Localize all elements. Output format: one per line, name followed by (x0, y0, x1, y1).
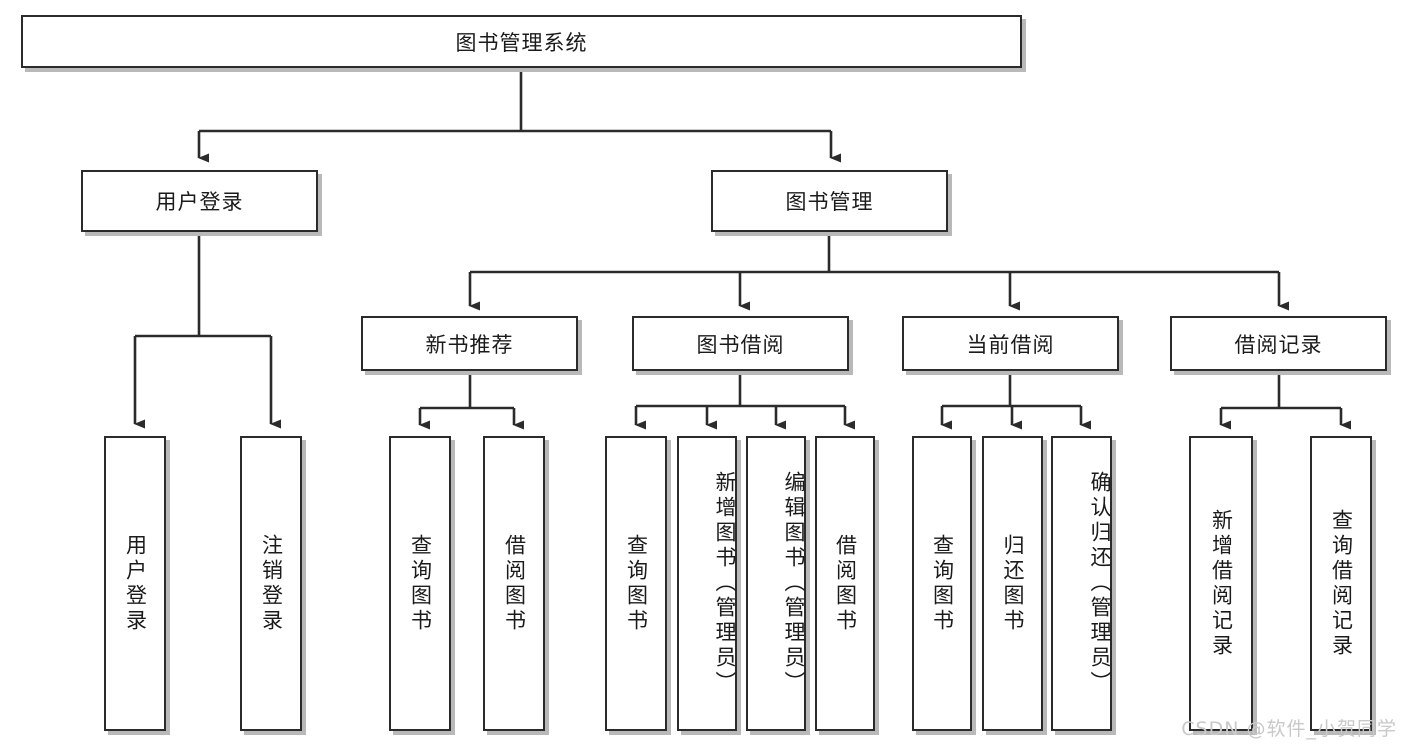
node-leaf-add-record-label: 新增借阅记录 (1209, 508, 1234, 659)
node-user-login[interactable]: 用户登录 (81, 170, 318, 232)
node-leaf-add-record[interactable]: 新增借阅记录 (1189, 436, 1253, 731)
node-current-borrow-label: 当前借阅 (966, 332, 1055, 357)
node-leaf-query-book-2[interactable]: 查询图书 (605, 436, 667, 731)
node-leaf-confirm-return[interactable]: 确认归还（管理员） (1051, 436, 1112, 731)
node-leaf-borrow-book-2-label: 借阅图书 (833, 533, 858, 634)
node-leaf-query-book-1-label: 查询图书 (408, 533, 433, 634)
node-root[interactable]: 图书管理系统 (21, 15, 1022, 68)
node-leaf-user-logout[interactable]: 注销登录 (240, 436, 302, 731)
watermark: CSDN @软件_小贺同学 (1181, 718, 1397, 740)
node-leaf-borrow-book-1[interactable]: 借阅图书 (483, 436, 545, 731)
node-new-book-rec[interactable]: 新书推荐 (361, 316, 578, 371)
node-user-login-label: 用户登录 (155, 190, 244, 214)
node-leaf-edit-book-label: 编辑图书（管理员） (782, 471, 806, 696)
node-leaf-borrow-book-2[interactable]: 借阅图书 (815, 436, 875, 731)
node-new-book-rec-label: 新书推荐 (425, 332, 514, 357)
node-borrow-record[interactable]: 借阅记录 (1170, 316, 1387, 371)
node-leaf-edit-book[interactable]: 编辑图书（管理员） (746, 436, 806, 731)
node-leaf-borrow-book-1-label: 借阅图书 (502, 533, 527, 634)
node-book-borrow-label: 图书借阅 (696, 332, 785, 357)
node-leaf-return-book[interactable]: 归还图书 (982, 436, 1043, 731)
node-leaf-add-book[interactable]: 新增图书（管理员） (677, 436, 737, 731)
node-root-label: 图书管理系统 (455, 30, 588, 55)
node-current-borrow[interactable]: 当前借阅 (902, 316, 1119, 371)
node-leaf-user-login-label: 用户登录 (123, 533, 148, 634)
node-book-manage-label: 图书管理 (785, 190, 874, 214)
node-leaf-query-record[interactable]: 查询借阅记录 (1310, 436, 1372, 731)
node-leaf-query-book-3-label: 查询图书 (930, 533, 955, 634)
node-leaf-add-book-label: 新增图书（管理员） (713, 471, 737, 696)
node-book-borrow[interactable]: 图书借阅 (632, 316, 849, 371)
node-book-manage[interactable]: 图书管理 (711, 170, 948, 232)
node-borrow-record-label: 借阅记录 (1234, 332, 1323, 357)
node-leaf-confirm-return-label: 确认归还（管理员） (1088, 471, 1112, 696)
node-leaf-query-book-3[interactable]: 查询图书 (912, 436, 972, 731)
node-leaf-return-book-label: 归还图书 (1001, 533, 1025, 634)
node-leaf-query-book-1[interactable]: 查询图书 (389, 436, 451, 731)
node-leaf-query-record-label: 查询借阅记录 (1329, 508, 1354, 659)
node-leaf-user-login[interactable]: 用户登录 (104, 436, 166, 731)
node-leaf-user-logout-label: 注销登录 (259, 533, 284, 634)
node-leaf-query-book-2-label: 查询图书 (624, 533, 649, 634)
